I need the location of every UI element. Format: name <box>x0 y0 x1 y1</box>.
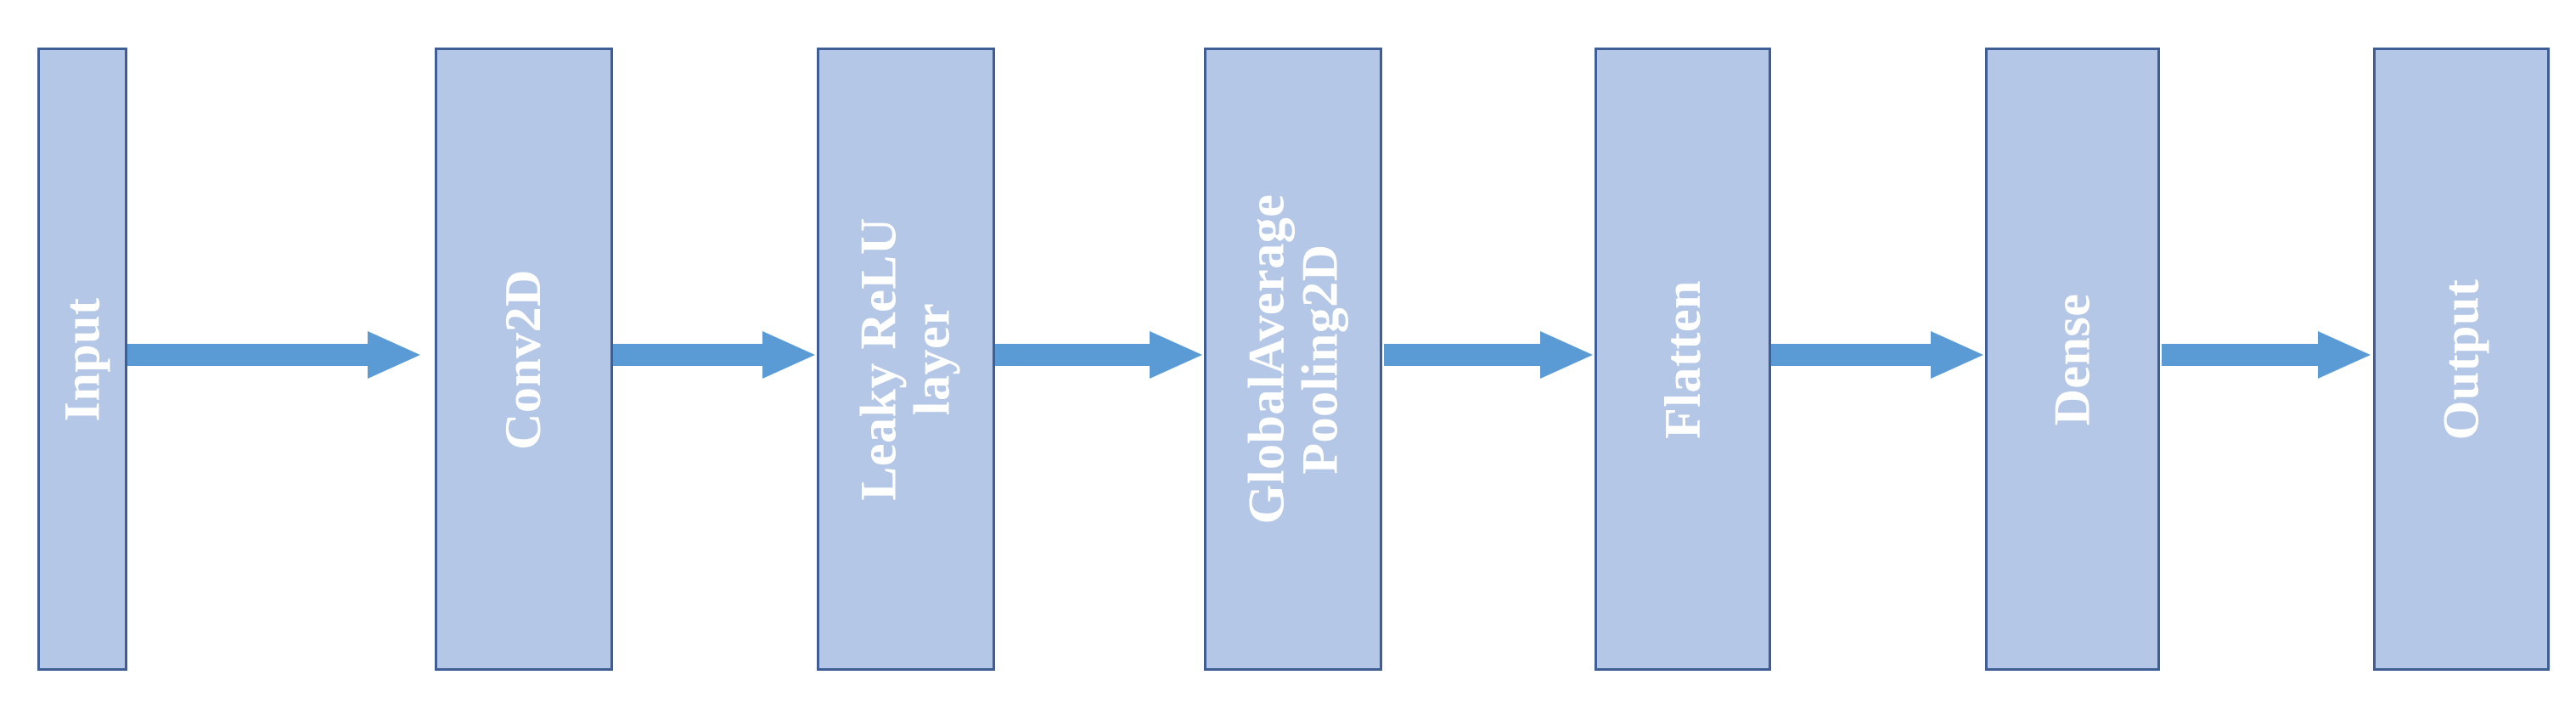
layer-label-line: GlobalAverage <box>1238 194 1294 525</box>
arrow-leaky-relu-to-gap <box>995 328 1202 382</box>
layer-label-line: Leaky ReLU <box>851 217 907 501</box>
layer-label-line: Flatten <box>1654 279 1711 439</box>
layer-box-dense: Dense <box>1985 48 2160 671</box>
layer-box-input: Input <box>37 48 127 671</box>
arrow-input-to-conv2d <box>127 328 420 382</box>
layer-label-conv2d: Conv2D <box>495 268 552 450</box>
layer-label-line: Conv2D <box>495 268 552 450</box>
layer-label-line: layer <box>904 302 960 416</box>
arrow-conv2d-to-leaky-relu <box>613 328 815 382</box>
arrow-gap-to-flatten <box>1384 328 1593 382</box>
layer-box-flatten: Flatten <box>1595 48 1771 671</box>
layer-label-line: Dense <box>2044 293 2101 425</box>
layer-box-conv2d: Conv2D <box>435 48 613 671</box>
layer-label-line: Pooling2D <box>1291 244 1347 475</box>
layer-label-line: Output <box>2433 278 2489 440</box>
layer-box-output: Output <box>2373 48 2550 671</box>
arrow-dense-to-output <box>2162 328 2371 382</box>
layer-label-input: Input <box>53 297 110 421</box>
layer-label-flatten: Flatten <box>1654 279 1711 439</box>
arrow-flatten-to-dense <box>1771 328 1983 382</box>
layer-label-dense: Dense <box>2044 293 2101 425</box>
layer-label-line: Input <box>53 297 110 421</box>
layer-label-output: Output <box>2433 278 2489 440</box>
